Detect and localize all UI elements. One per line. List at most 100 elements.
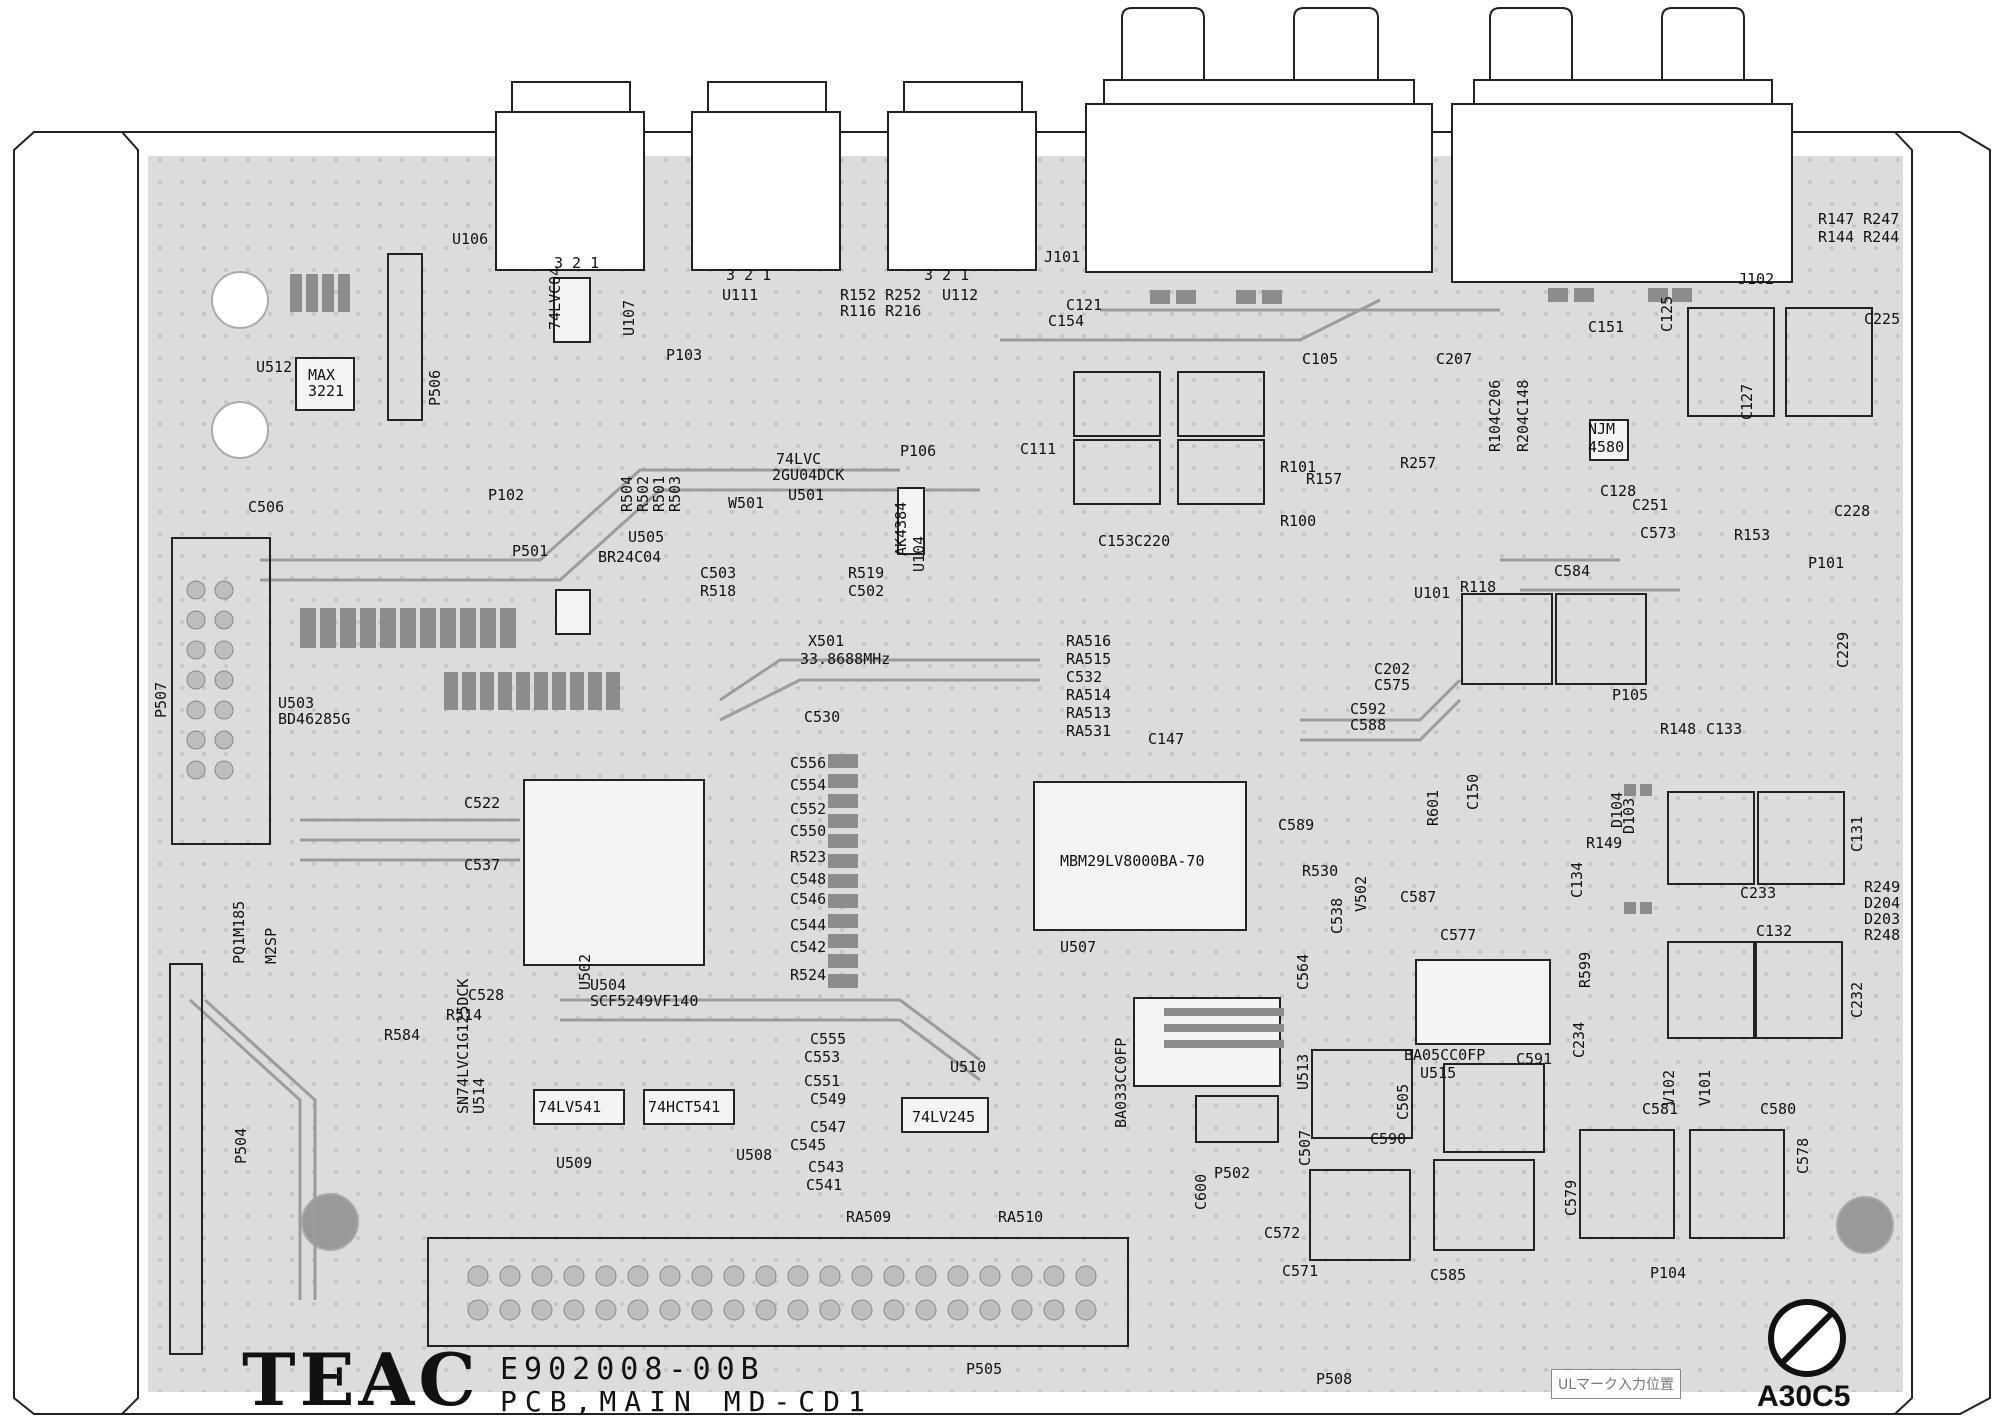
- svg-text:R153: R153: [1734, 526, 1770, 544]
- brand-logo: TEAC: [242, 1337, 480, 1422]
- svg-text:C546: C546: [790, 890, 826, 908]
- svg-text:R116 R216: R116 R216: [840, 302, 921, 320]
- svg-text:R101: R101: [1280, 458, 1316, 476]
- svg-text:3 2 1: 3 2 1: [924, 266, 969, 284]
- svg-text:C600: C600: [1192, 1174, 1210, 1210]
- connector-p504: [169, 963, 203, 1355]
- ic-u505: [555, 589, 591, 635]
- part-number: E902008-00B: [500, 1352, 765, 1387]
- svg-text:D204: D204: [1864, 894, 1900, 912]
- svg-text:C147: C147: [1148, 730, 1184, 748]
- svg-text:U502: U502: [576, 954, 594, 990]
- svg-text:R149: R149: [1586, 834, 1622, 852]
- svg-text:R248: R248: [1864, 926, 1900, 944]
- connector-p505: [427, 1237, 1129, 1347]
- svg-text:U504: U504: [590, 976, 626, 994]
- svg-text:P502: P502: [1214, 1164, 1250, 1182]
- svg-text:C532: C532: [1066, 668, 1102, 686]
- svg-text:RA515: RA515: [1066, 650, 1111, 668]
- svg-text:R503: R503: [666, 476, 684, 512]
- svg-text:C549: C549: [810, 1090, 846, 1108]
- svg-text:U106: U106: [452, 230, 488, 248]
- svg-text:R519: R519: [848, 564, 884, 582]
- svg-text:P508: P508: [1316, 1370, 1352, 1388]
- pcb-name: PCB,MAIN MD-CD1: [500, 1385, 873, 1418]
- svg-text:J102: J102: [1738, 270, 1774, 288]
- ic-u110: [1589, 419, 1629, 461]
- svg-text:D203: D203: [1864, 910, 1900, 928]
- svg-text:C202: C202: [1374, 660, 1410, 678]
- svg-text:U101: U101: [1414, 584, 1450, 602]
- svg-text:C538: C538: [1328, 898, 1346, 934]
- svg-text:MAX: MAX: [308, 366, 335, 384]
- svg-text:P507: P507: [152, 682, 170, 718]
- smd-pads: [290, 274, 1692, 1048]
- svg-text:R249: R249: [1864, 878, 1900, 896]
- svg-text:V102: V102: [1660, 1070, 1678, 1106]
- svg-text:4580: 4580: [1588, 438, 1624, 456]
- svg-text:RA513: RA513: [1066, 704, 1111, 722]
- ic-u107: [553, 277, 591, 343]
- svg-text:C251: C251: [1632, 496, 1668, 514]
- svg-text:C232: C232: [1848, 982, 1866, 1018]
- svg-text:RA509: RA509: [846, 1208, 891, 1226]
- svg-text:C134: C134: [1568, 862, 1586, 898]
- ic-u512: [295, 357, 355, 411]
- svg-text:C577: C577: [1440, 926, 1476, 944]
- svg-text:C550: C550: [790, 822, 826, 840]
- ic-u510: [901, 1097, 989, 1133]
- svg-text:C553: C553: [804, 1048, 840, 1066]
- svg-text:C548: C548: [790, 870, 826, 888]
- svg-text:C542: C542: [790, 938, 826, 956]
- svg-text:C220: C220: [1134, 532, 1170, 550]
- svg-text:C554: C554: [790, 776, 826, 794]
- svg-text:C503: C503: [700, 564, 736, 582]
- ic-u104: [897, 487, 925, 555]
- svg-text:2GU04DCK: 2GU04DCK: [772, 466, 844, 484]
- svg-text:C229: C229: [1834, 632, 1852, 668]
- svg-text:C150: C150: [1464, 774, 1482, 810]
- svg-text:C545: C545: [790, 1136, 826, 1154]
- svg-text:P104: P104: [1650, 1264, 1686, 1282]
- svg-text:C551: C551: [804, 1072, 840, 1090]
- svg-text:R523: R523: [790, 848, 826, 866]
- svg-text:C528: C528: [468, 986, 504, 1004]
- svg-text:3 2 1: 3 2 1: [554, 254, 599, 272]
- svg-text:C564: C564: [1294, 954, 1312, 990]
- ic-u507: [1033, 781, 1247, 931]
- ic-u508: [643, 1089, 735, 1125]
- svg-text:C154: C154: [1048, 312, 1084, 330]
- svg-text:C587: C587: [1400, 888, 1436, 906]
- svg-text:R148: R148: [1660, 720, 1696, 738]
- svg-text:P103: P103: [666, 346, 702, 364]
- svg-text:C530: C530: [804, 708, 840, 726]
- svg-text:C544: C544: [790, 916, 826, 934]
- svg-text:U514: U514: [470, 1078, 488, 1114]
- svg-text:R530: R530: [1302, 862, 1338, 880]
- svg-text:R518: R518: [700, 582, 736, 600]
- svg-text:C580: C580: [1760, 1100, 1796, 1118]
- svg-text:V502: V502: [1352, 876, 1370, 912]
- svg-text:MBM29LV8000BA-70: MBM29LV8000BA-70: [1060, 852, 1205, 870]
- svg-text:74LV245: 74LV245: [912, 1108, 975, 1126]
- svg-text:C585: C585: [1430, 1266, 1466, 1284]
- connector-p507: [171, 537, 271, 845]
- svg-text:W501: W501: [728, 494, 764, 512]
- svg-text:U515: U515: [1420, 1064, 1456, 1082]
- svg-text:74LVC04: 74LVC04: [546, 267, 564, 330]
- svg-text:R584: R584: [384, 1026, 420, 1044]
- svg-text:C589: C589: [1278, 816, 1314, 834]
- svg-text:U509: U509: [556, 1154, 592, 1172]
- svg-text:C592: C592: [1350, 700, 1386, 718]
- svg-text:C233: C233: [1740, 884, 1776, 902]
- svg-text:C590: C590: [1370, 1130, 1406, 1148]
- svg-text:C121: C121: [1066, 296, 1102, 314]
- svg-text:74LVC: 74LVC: [776, 450, 821, 468]
- svg-text:U512: U512: [256, 358, 292, 376]
- svg-text:U503: U503: [278, 694, 314, 712]
- svg-text:D104: D104: [1608, 792, 1626, 828]
- svg-text:X501: X501: [808, 632, 844, 650]
- svg-text:R104C206: R104C206: [1486, 380, 1504, 452]
